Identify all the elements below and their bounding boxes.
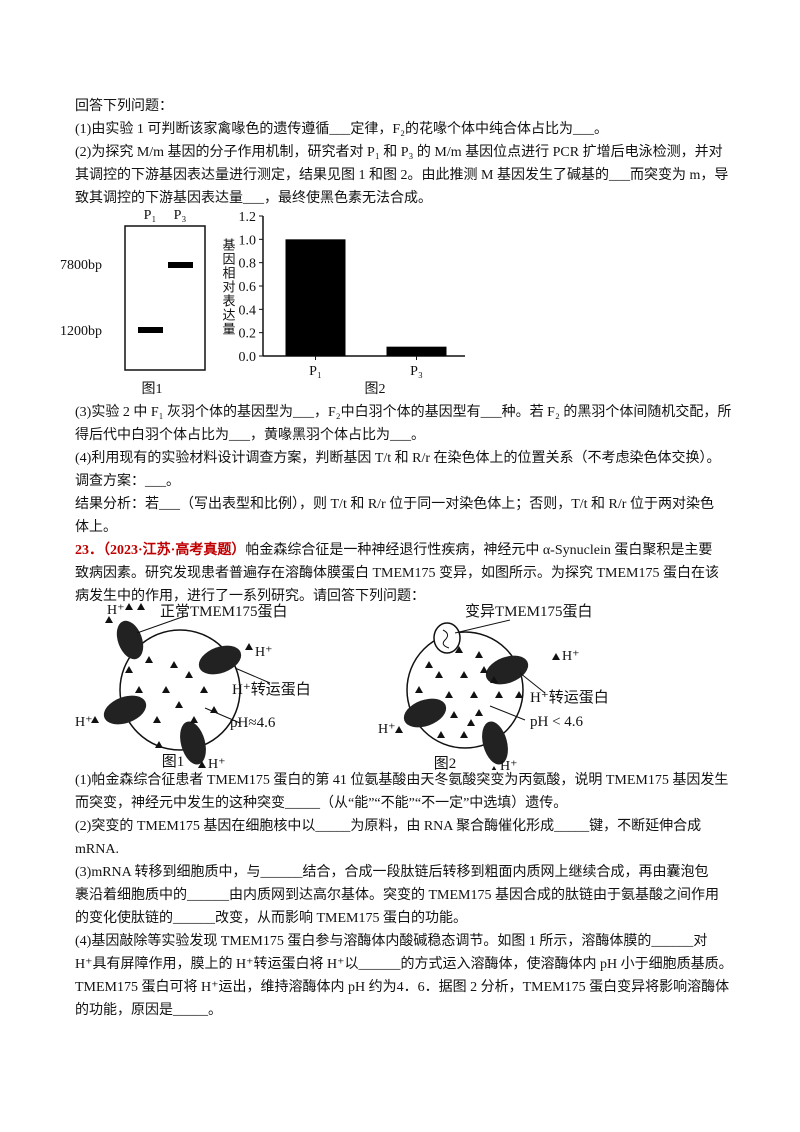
bar-chart: 基因相对表达量 0.0 0.2 0.4 0.6 0.8 1.0 1.2P₁ P₃ 图2 <box>221 210 465 397</box>
lane-label-p1: P₁ <box>144 208 157 223</box>
band-p1-1200 <box>138 327 163 333</box>
text-line: TMEM175 蛋白可将 H⁺运出，维持溶酶体内 pH 约为4．6．据图 2 分… <box>75 980 730 995</box>
text-line: (4)基因敲除等实验发现 TMEM175 蛋白参与溶酶体内酸碱稳态调节。如图 1… <box>75 934 708 949</box>
figure-caption: 图1 <box>142 382 163 397</box>
h-ion-label: H⁺ <box>500 759 518 770</box>
h-ion-label: H⁺ <box>75 715 93 730</box>
protein-label: 变异TMEM175蛋白 <box>465 603 593 620</box>
figure-caption: 图2 <box>434 755 457 770</box>
h-ion-label: H⁺ <box>107 603 125 618</box>
text-line: mRNA. <box>75 842 119 857</box>
h-transporter <box>198 645 242 675</box>
label-leader <box>234 667 271 684</box>
lysosome-diagram-1: H⁺ 正常TMEM175蛋白 H⁺ H⁺转运蛋白 pH≈4.6 H⁺ H⁺ 图1 <box>75 603 311 770</box>
band-p3-7800 <box>168 262 193 268</box>
text-line: 而突变，神经元中发生的这种突变_____（从“能”“不能”“不一定”中选填）遗传… <box>75 796 568 811</box>
text-line: 裹沿着细胞质中的______由内质网到达高尔基体。突变的 TMEM175 基因合… <box>75 888 719 903</box>
y-tick-label: 0.6 <box>239 280 257 295</box>
x-tick-label: P₁ <box>309 364 322 379</box>
text-line: (1)帕金森综合征患者 TMEM175 蛋白的第 41 位氨基酸由天冬氨酸突变为… <box>75 773 729 788</box>
text-line: 致其调控的下游基因表达量___，最终使黑色素无法合成。 <box>75 191 432 206</box>
h-transporter <box>482 721 508 765</box>
transporter-label: H⁺转运蛋白 <box>530 689 609 706</box>
ph-label: pH < 4.6 <box>530 714 584 730</box>
y-tick-label: 0.4 <box>239 303 257 318</box>
text-line: 其调控的下游基因表达量进行测定，结果见图 1 和图 2。由此推测 M 基因发生了… <box>75 168 729 183</box>
text-line: (1)由实验 1 可判断该家禽喙色的遗传遵循___定律，F₂的花喙个体中纯合体占… <box>75 122 608 137</box>
text-line: (3)实验 2 中 F₁ 灰羽个体的基因型为___，F₂中白羽个体的基因型有__… <box>75 405 732 420</box>
gel-figure: P₁ P₃ 7800bp 1200bp 图1 <box>60 208 206 397</box>
text-line: 回答下列问题： <box>75 99 173 114</box>
protein-mutant-tmem175 <box>433 622 461 654</box>
h-ion-label: H⁺ <box>255 645 273 660</box>
question-number: 23．（2023·江苏·高考真题） <box>75 543 246 558</box>
label-leader <box>204 707 241 724</box>
bar-0 <box>285 239 346 356</box>
text-line: (3)mRNA 转移到细胞质中，与______结合，合成一段肽链后转移到粗面内质… <box>75 865 709 880</box>
transporter-label: H⁺转运蛋白 <box>232 681 311 698</box>
protein-label: 正常TMEM175蛋白 <box>160 603 288 620</box>
ph-label: pH≈4.6 <box>230 715 276 731</box>
text-line: 结果分析：若___（写出表型和比例），则 T/t 和 R/r 位于同一对染色体上… <box>75 497 714 512</box>
question-text: 帕金森综合征是一种神经退行性疾病，神经元中 α-Synuclein 蛋白聚积是主… <box>245 543 713 558</box>
h-transporter <box>403 698 447 728</box>
label-leader <box>454 619 511 634</box>
text-line: (2)突变的 TMEM175 基因在细胞核中以_____为原料，由 RNA 聚合… <box>75 819 702 834</box>
h-transporter <box>103 695 147 725</box>
h-transporter <box>180 721 206 765</box>
text-line: H⁺具有屏障作用，膜上的 H⁺转运蛋白将 H⁺以______的方式运入溶酶体，使… <box>75 957 733 972</box>
text-line: 调查方案：___。 <box>75 474 180 489</box>
text-line: 得后代中白羽个体占比为___，黄喙黑羽个体占比为___。 <box>75 428 425 443</box>
h-transporter <box>485 655 529 685</box>
bar-1 <box>386 346 447 356</box>
text-line: (2)为探究 M/m 基因的分子作用机制，研究者对 P₁ 和 P₃ 的 M/m … <box>75 145 723 160</box>
text-line: 的变化使肽链的______改变，从而影响 TMEM175 蛋白的功能。 <box>75 911 467 926</box>
text-line: 的功能，原因是_____。 <box>75 1003 222 1018</box>
h-ion-label: H⁺ <box>378 722 396 737</box>
text-line: 病发生中的作用，进行了一系列研究。请回答下列问题： <box>75 589 425 604</box>
label-leader <box>489 705 526 721</box>
protein-normal-tmem175 <box>116 620 144 660</box>
h-ion-label: H⁺ <box>208 757 226 770</box>
text-line: 23．（2023·江苏·高考真题）帕金森综合征是一种神经退行性疾病，神经元中 α… <box>75 542 712 560</box>
marker-7800: 7800bp <box>60 258 102 273</box>
y-axis-label: 基因相对表达量 <box>221 238 236 336</box>
lysosome-membrane <box>119 629 241 751</box>
label-leader <box>136 615 186 634</box>
marker-1200: 1200bp <box>60 324 102 339</box>
y-tick-label: 0.0 <box>239 350 257 365</box>
figure-caption: 图1 <box>162 753 185 770</box>
text-line: 体上。 <box>75 520 117 535</box>
text-line: (4)利用现有的实验材料设计调查方案，判断基因 T/t 和 R/r 在染色体上的… <box>75 451 721 466</box>
x-tick-label: P₃ <box>410 364 423 379</box>
y-tick-label: 1.0 <box>239 233 257 248</box>
y-tick-label: 1.2 <box>239 210 257 225</box>
y-tick-label: 0.2 <box>239 327 257 342</box>
lane-label-p3: P₃ <box>174 208 187 223</box>
text-line: 致病因素。研究发现患者普遍存在溶酶体膜蛋白 TMEM175 变异，如图所示。为探… <box>75 566 719 581</box>
y-tick-label: 0.8 <box>239 257 257 272</box>
proton-triangles <box>91 603 253 768</box>
gel-frame <box>124 225 206 371</box>
proton-triangles <box>395 646 560 770</box>
chart-caption: 图2 <box>365 382 386 397</box>
lysosome-membrane <box>406 631 524 749</box>
h-ion-label: H⁺ <box>562 649 580 664</box>
lysosome-diagram-2: 变异TMEM175蛋白 H⁺ H⁺转运蛋白 pH < 4.6 H⁺ H⁺ 图2 <box>378 603 609 770</box>
label-leader <box>519 672 546 694</box>
